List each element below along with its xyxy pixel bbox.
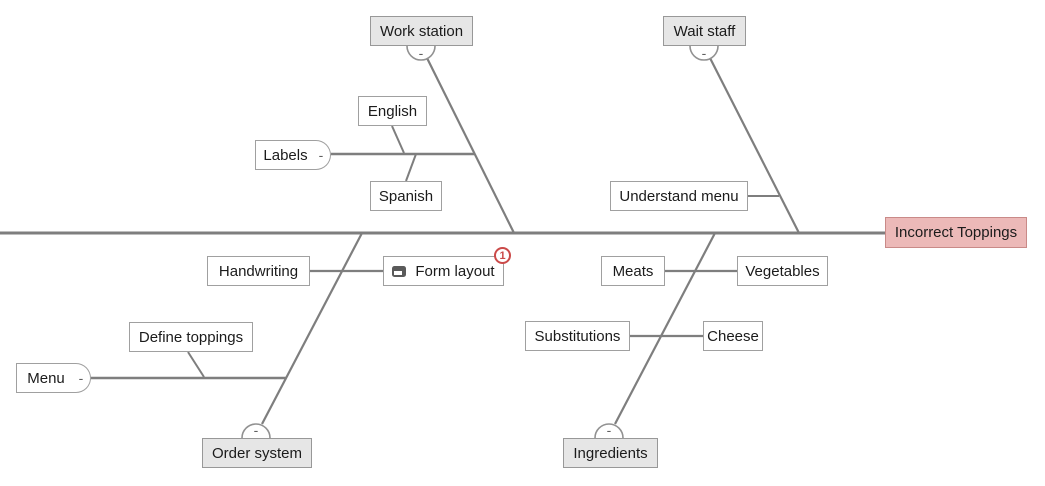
cause-box-define-toppings[interactable]: Define toppings [129,322,253,352]
cause-box-labels[interactable]: Labels [255,140,316,170]
collapse-indicator-work-station[interactable]: - [418,45,424,61]
cause-box-meats[interactable]: Meats [601,256,665,286]
collapse-indicator-ingredients[interactable]: - [606,422,612,438]
collapse-indicator-order-system[interactable]: - [253,422,259,438]
work-station-bone [426,57,515,234]
cause-label: Handwriting [218,262,299,280]
collapse-indicator-wait-staff[interactable]: - [701,45,707,61]
cause-box-menu[interactable]: Menu [16,363,76,393]
cause-box-form-layout[interactable]: Form layout 1 [383,247,511,286]
comment-count-badge[interactable]: 1 [494,247,511,264]
cause-box-spanish[interactable]: Spanish [370,181,442,211]
spanish-connector [405,153,417,182]
cause-box-cheese[interactable]: Cheese [703,321,763,351]
cause-label: Cheese [707,327,759,345]
comment-icon [392,265,407,277]
effect-label: Incorrect Toppings [894,224,1018,241]
cause-label: Define toppings [138,328,244,346]
cause-box-understand-menu[interactable]: Understand menu [610,181,748,211]
english-connector [391,125,405,154]
cause-box-english[interactable]: English [358,96,427,126]
cause-label: Labels [263,146,308,164]
wait-staff-bone [709,57,800,234]
cause-label: Understand menu [619,187,739,205]
order-system-bone [261,232,363,425]
effect-box-incorrect-toppings[interactable]: Incorrect Toppings [885,217,1027,248]
cause-box-substitutions[interactable]: Substitutions [525,321,630,351]
cause-label: Meats [612,262,654,280]
category-label: Order system [211,444,302,462]
category-box-wait-staff[interactable]: Wait staff [663,16,746,46]
cause-label: English [367,102,418,120]
cause-box-vegetables[interactable]: Vegetables [737,256,828,286]
category-label: Ingredients [573,444,648,462]
category-box-ingredients[interactable]: Ingredients [563,438,658,468]
ingredients-bone [614,232,716,425]
category-box-order-system[interactable]: Order system [202,438,312,468]
cause-label: Menu [27,369,65,387]
define-toppings-connector [187,351,205,378]
cause-label: Form layout [415,262,495,280]
cause-label: Spanish [378,187,434,205]
category-box-work-station[interactable]: Work station [370,16,473,46]
category-label: Wait staff [673,22,736,40]
category-label: Work station [379,22,464,40]
cause-label: Substitutions [534,327,621,345]
cause-box-handwriting[interactable]: Handwriting [207,256,310,286]
cause-label: Vegetables [745,262,820,280]
